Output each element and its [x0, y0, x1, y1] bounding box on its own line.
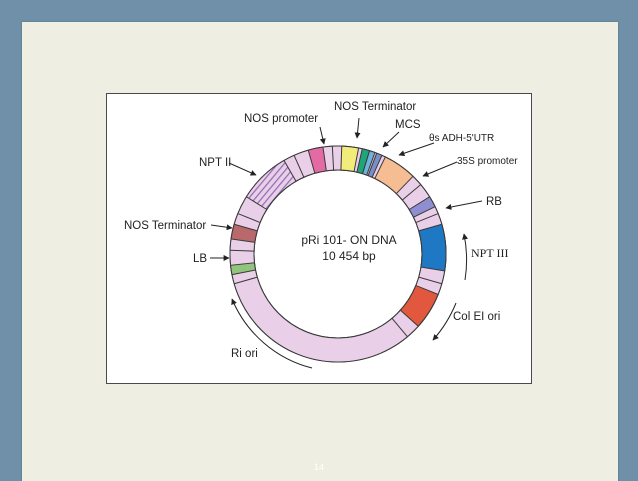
label-col-ei-ori: Col EI ori [453, 311, 500, 323]
segment-adh-5utr [367, 152, 383, 178]
segment-divider [234, 276, 258, 285]
leader-lines [210, 117, 483, 261]
label-nos-terminator-top: NOS Terminator [334, 101, 416, 113]
figure-frame: pRi 101- ON DNA 10 454 bp NOS promoter N… [106, 93, 532, 384]
ri-ori-direction-arrow [231, 298, 313, 369]
plasmid-map: pRi 101- ON DNA 10 454 bp NOS promoter N… [124, 101, 518, 369]
segment-divider [230, 249, 255, 252]
label-ri-ori: Ri ori [231, 348, 258, 360]
plasmid-segments [230, 145, 447, 338]
label-adh-5utr: θs ADH-5'UTR [429, 133, 494, 144]
label-rb: RB [486, 196, 502, 208]
segment-divider [293, 155, 305, 178]
segment-divider [418, 276, 442, 285]
segment-nos-promoter [307, 146, 327, 174]
label-npt-ii: NPT II [199, 157, 231, 169]
segment-npt-ii [245, 159, 297, 211]
page-number: 14 [313, 462, 324, 472]
segment-rb [408, 196, 436, 218]
segment-divider [391, 318, 408, 338]
segment-divider [402, 184, 422, 201]
segment-npt-iii [418, 223, 447, 272]
plasmid-name: pRi 101- ON DNA [301, 233, 396, 247]
npt-iii-direction-arrow [462, 233, 469, 281]
label-mcs: MCS [395, 119, 421, 131]
segment-divider [237, 213, 261, 223]
label-nos-promoter: NOS promoter [244, 113, 318, 125]
segment-divider [331, 146, 335, 171]
col-ei-ori-direction-arrow [432, 302, 457, 341]
segment-lb [230, 262, 257, 276]
label-35s-promoter: 35S promoter [457, 156, 518, 167]
segment-nos-terminator-top [340, 145, 360, 173]
plasmid-size: 10 454 bp [322, 249, 376, 263]
label-npt-iii: NPT III [471, 246, 508, 260]
segment-col-ei-ori [399, 284, 439, 327]
label-lb: LB [193, 253, 207, 265]
segment-nos-terminator-left [230, 223, 258, 243]
segment-35s-promoter [374, 156, 414, 195]
label-nos-terminator-left: NOS Terminator [124, 220, 206, 232]
segment-divider [415, 213, 439, 223]
segment-mcs-blue [361, 150, 376, 176]
